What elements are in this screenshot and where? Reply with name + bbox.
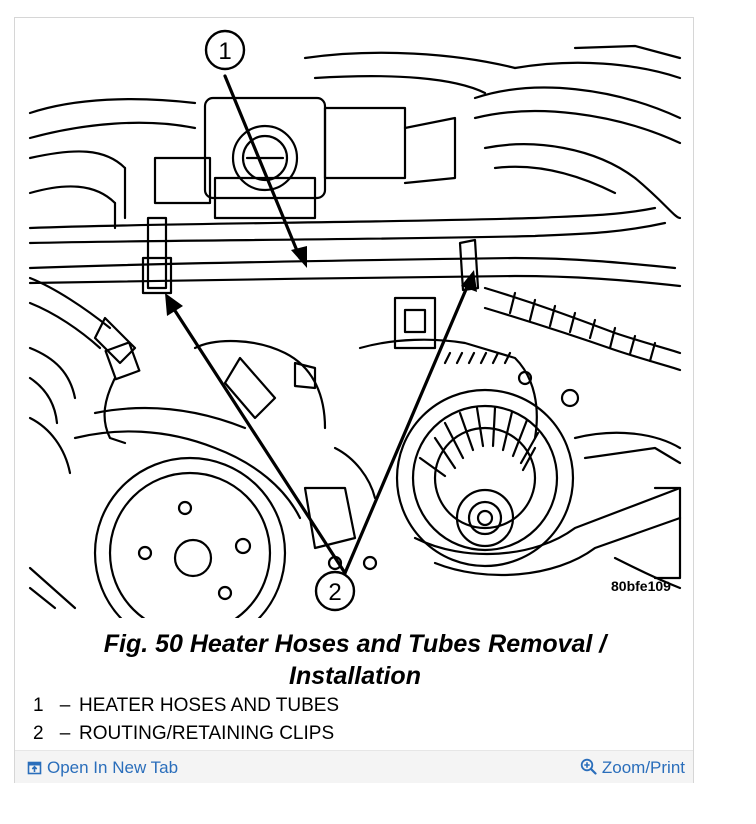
legend-item-1: 1–HEATER HOSES AND TUBES [33, 695, 339, 717]
figure-caption: Fig. 50 Heater Hoses and Tubes Removal /… [45, 628, 665, 692]
zoom-print-link[interactable]: Zoom/Print [580, 758, 685, 780]
callout-2-label: 2 [328, 579, 341, 606]
figure-card: 1 2 80bfe109 Fig. 50 Heater Hoses and Tu… [14, 17, 694, 783]
figure-code: 80bfe109 [611, 578, 671, 594]
engine-line-drawing: 1 2 [28, 29, 682, 618]
zoom-print-label: Zoom/Print [601, 758, 685, 777]
callout-2-circle [314, 570, 356, 612]
engine-diagram: 1 2 80bfe109 Fig. 50 Heater Hoses and Tu… [15, 18, 695, 748]
callout-1-label: 1 [218, 38, 231, 65]
legend-item-dash: – [59, 723, 71, 744]
legend-item-2: 2–ROUTING/RETAINING CLIPS [33, 723, 334, 745]
legend-item-dash: – [59, 695, 71, 716]
magnifier-plus-icon [580, 758, 597, 780]
figure-caption-line-2: Installation [289, 662, 421, 690]
legend-item-text: ROUTING/RETAINING CLIPS [79, 723, 335, 744]
open-in-new-tab-label: Open In New Tab [47, 758, 179, 777]
open-in-new-tab-link[interactable]: Open In New Tab [27, 758, 178, 780]
legend-item-number: 1 [33, 695, 44, 716]
callout-1-circle [204, 29, 246, 71]
legend-item-number: 2 [33, 723, 44, 744]
legend-item-text: HEATER HOSES AND TUBES [79, 695, 340, 716]
figure-caption-line-1: Fig. 50 Heater Hoses and Tubes Removal / [103, 630, 607, 658]
open-new-tab-icon [27, 760, 42, 780]
figure-footer-bar: Open In New Tab Zoom/Print [15, 750, 693, 783]
